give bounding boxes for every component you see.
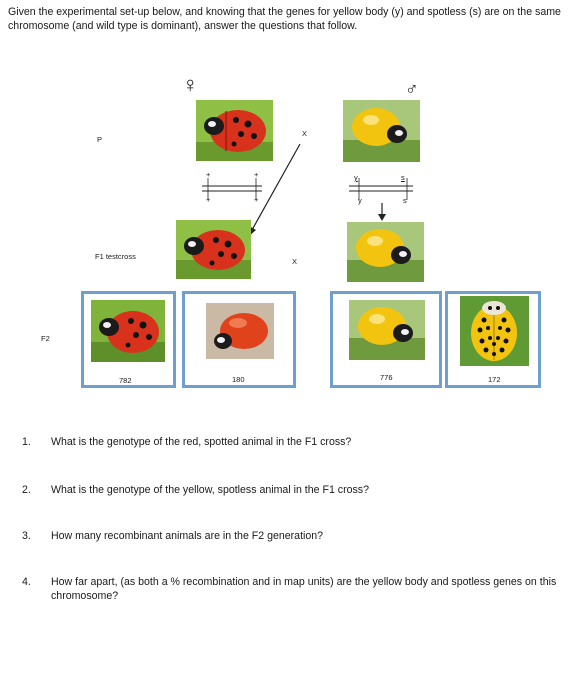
female-chromosome-diagram [202,178,262,200]
yellow-spotless-ladybug-icon [343,100,420,162]
male-allele-bottom-right: s [403,196,407,205]
yellow-spotless-ladybug-icon [349,300,425,360]
down-arrow [378,203,386,221]
f2-yellow-spotless-ladybug-photo [349,300,425,360]
female-allele-bottom-right: + [254,195,259,204]
yellow-spotless-ladybug-icon [347,222,424,282]
f1-yellow-spotless-ladybug-photo [347,222,424,282]
f2-box-yellow-spotted [445,291,541,388]
p-female-red-spotted-ladybug-photo [196,100,273,161]
f2-red-spotless-ladybug-photo [206,303,274,359]
p-male-yellow-spotless-ladybug-photo [343,100,420,162]
yellow-spotted-ladybug-icon [460,296,529,366]
female-allele-bottom-left: + [206,195,211,204]
male-allele-top-left: y [354,173,358,182]
f2-yellow-spotted-ladybug-photo [460,296,529,366]
f1-red-spotted-ladybug-photo [176,220,251,279]
male-allele-top-right: s [401,173,405,182]
question-1: 1. What is the genotype of the red, spot… [22,435,562,451]
f2-count-yellow-spotted: 172 [488,375,501,384]
question-2: 2. What is the genotype of the yellow, s… [22,483,562,499]
female-allele-top-left: + [206,170,211,179]
male-symbol: ♂ [405,79,419,99]
question-number: 4. [22,576,31,588]
f2-generation-label: F2 [41,334,50,343]
p-generation-label: P [97,135,103,144]
question-3: 3. How many recombinant animals are in t… [22,529,562,545]
red-spotted-ladybug-icon [91,300,165,362]
f2-box-red-spotted [81,291,176,388]
question-number: 1. [22,436,31,448]
f1-testcross-label: F1 testcross [95,252,136,261]
f2-red-spotted-ladybug-photo [91,300,165,362]
f2-count-red-spotless: 180 [232,375,245,384]
red-spotless-ladybug-icon [206,303,274,359]
question-text: What is the genotype of the red, spotted… [51,436,352,448]
question-text: How far apart, (as both a % recombinatio… [51,576,557,602]
male-allele-bottom-left: y [358,196,362,205]
intro-text: Given the experimental set-up below, and… [8,6,561,32]
f2-count-yellow-spotless: 776 [380,373,393,382]
female-allele-top-right: + [254,170,259,179]
question-number: 2. [22,484,31,496]
f2-box-yellow-spotless [330,291,442,388]
question-4: 4. How far apart, (as both a % recombina… [22,575,562,607]
cross-symbol-p: X [302,129,308,138]
red-spotted-ladybug-icon [196,100,273,161]
male-chromosome-diagram [349,178,413,200]
cross-symbol-f1: X [292,257,298,266]
female-symbol: ♀ [182,72,199,97]
question-number: 3. [22,530,31,542]
red-spotted-ladybug-icon [176,220,251,279]
f2-count-red-spotted: 782 [119,376,132,385]
question-text: How many recombinant animals are in the … [51,530,324,542]
f2-box-red-spotless [182,291,296,388]
question-text: What is the genotype of the yellow, spot… [51,484,369,496]
